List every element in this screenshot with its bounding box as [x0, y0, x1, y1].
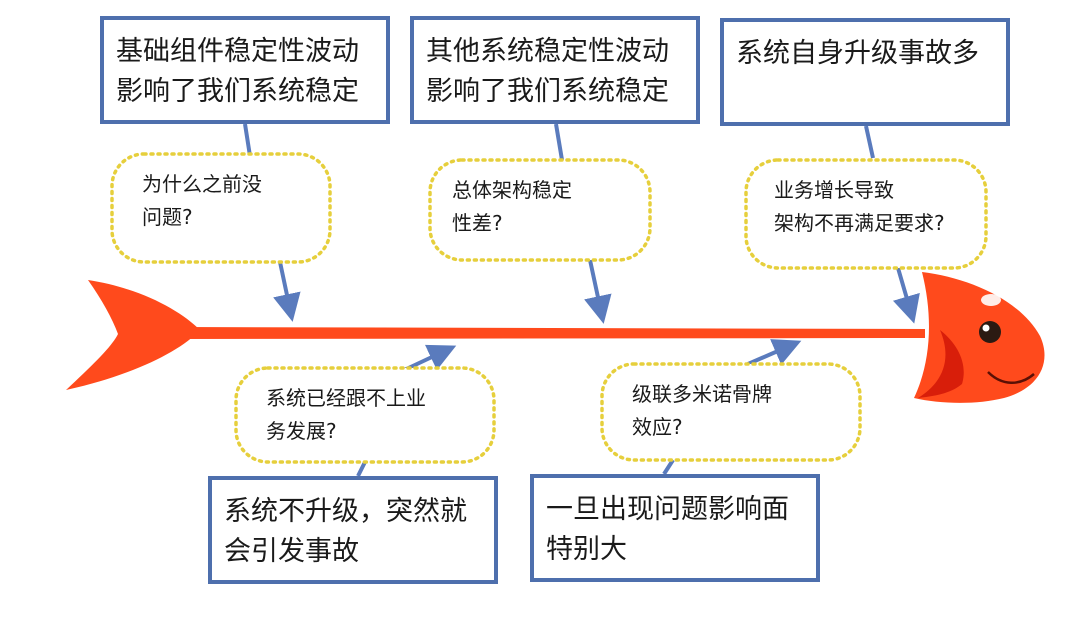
connector-line-top-1 — [243, 123, 252, 157]
arrow-top-1 — [273, 261, 301, 322]
connector-line-top-2 — [554, 123, 564, 161]
fish-spine — [178, 327, 925, 339]
question-text-bottom-2: 级联多米诺骨牌 效应? — [632, 382, 772, 439]
cause-box-bottom-2: 一旦出现问题影响面 特别大 — [530, 474, 820, 582]
question-bubble-bottom-1 — [234, 366, 496, 464]
cause-box-top-2: 其他系统稳定性波动 影响了我们系统稳定 — [410, 16, 700, 124]
fish-eye — [979, 321, 1001, 343]
fish-head — [914, 272, 1045, 403]
connector-line-bottom-2 — [662, 458, 675, 476]
connector-arrows — [243, 123, 920, 477]
cause-box-top-1: 基础组件稳定性波动 影响了我们系统稳定 — [100, 16, 390, 124]
arrow-top-2 — [584, 259, 612, 324]
question-bubble-top-2 — [428, 158, 652, 262]
question-text-top-3: 业务增长导致 架构不再满足要求? — [774, 178, 945, 235]
cause-box-bottom-1: 系统不升级，突然就 会引发事故 — [208, 476, 498, 584]
cause-box-top-3: 系统自身升级事故多 — [720, 18, 1010, 126]
arrow-bottom-2 — [747, 339, 802, 366]
question-bubbles — [110, 152, 988, 464]
question-bubble-top-1 — [110, 152, 332, 264]
question-text-top-2: 总体架构稳定 性差? — [452, 178, 572, 235]
question-text-bottom-1: 系统已经跟不上业 务发展? — [266, 386, 426, 443]
fish-tail — [66, 280, 200, 390]
question-text-top-1: 为什么之前没 问题? — [142, 172, 262, 229]
question-bubble-bottom-2 — [600, 362, 862, 462]
connector-line-top-3 — [864, 125, 875, 159]
connector-line-bottom-1 — [356, 461, 367, 477]
question-bubble-top-3 — [744, 158, 988, 270]
arrow-top-3 — [892, 267, 920, 324]
